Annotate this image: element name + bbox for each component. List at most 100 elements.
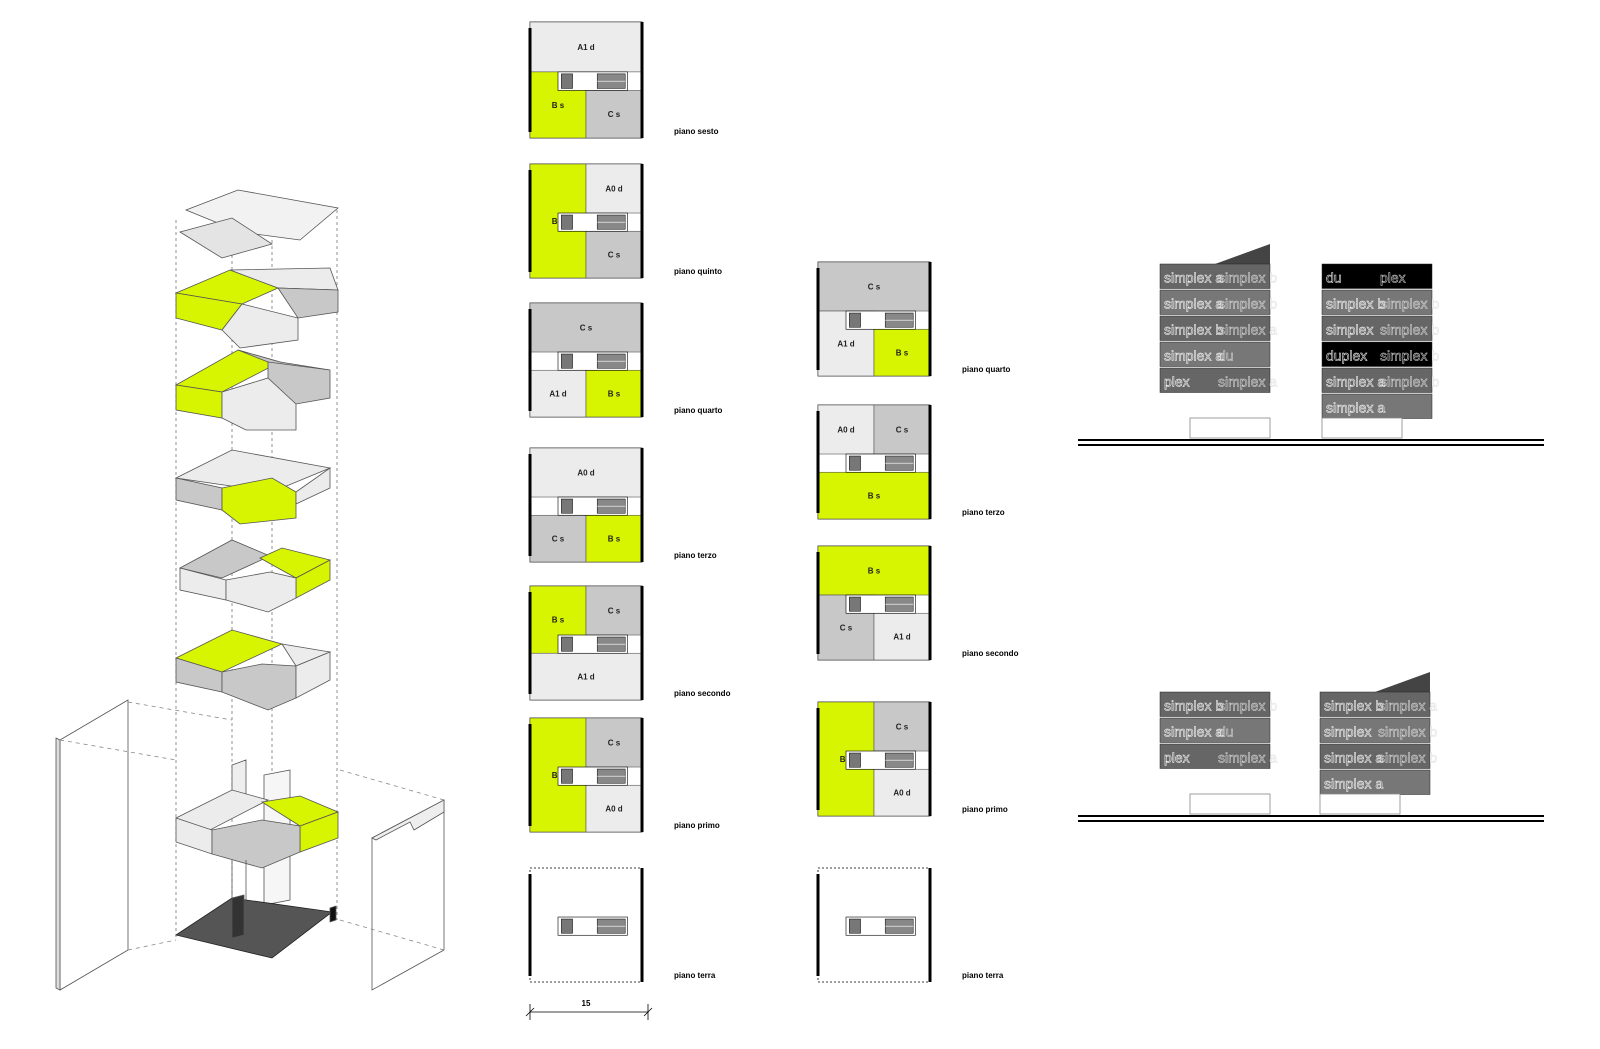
room-c-s bbox=[873, 701, 931, 752]
party-wall bbox=[928, 262, 932, 376]
axo-floor-5 bbox=[174, 349, 331, 431]
party-wall bbox=[640, 303, 644, 417]
facade-word: plex bbox=[1164, 750, 1190, 766]
plinth bbox=[1189, 793, 1271, 815]
stair-core bbox=[561, 214, 573, 230]
neighbour-wall-left bbox=[55, 699, 129, 991]
party-wall bbox=[528, 28, 532, 132]
room-a1-d bbox=[873, 612, 931, 661]
party-wall bbox=[528, 724, 532, 826]
facade-word: simplex b bbox=[1380, 374, 1439, 390]
facade-word: simplex b bbox=[1218, 698, 1277, 714]
floor-plan: piano terra bbox=[528, 867, 716, 983]
facade-word: simplex b bbox=[1326, 296, 1385, 312]
room-label: A0 d bbox=[577, 469, 594, 478]
roof-plate bbox=[179, 189, 339, 259]
floor-plan: piano terra bbox=[816, 867, 1004, 983]
party-wall bbox=[928, 546, 932, 660]
stair-core bbox=[561, 918, 573, 934]
room-label: C s bbox=[896, 723, 909, 732]
facade-word: simplex a bbox=[1326, 400, 1385, 416]
room-c-s bbox=[817, 261, 931, 312]
facade-word: simplex a bbox=[1164, 724, 1223, 740]
room-a1-d bbox=[529, 21, 643, 73]
facade-word: du bbox=[1218, 724, 1234, 740]
neighbour-wall-right bbox=[371, 799, 445, 991]
axo-floor-2 bbox=[174, 629, 332, 711]
dimension-line: 15 bbox=[525, 999, 653, 1020]
facade-word: duplex bbox=[1326, 348, 1367, 364]
room-c-s bbox=[585, 717, 643, 768]
room-label: A0 d bbox=[605, 185, 622, 194]
facade-word: plex bbox=[1380, 270, 1406, 286]
facade-word: simplex a bbox=[1218, 374, 1277, 390]
room-label: B s bbox=[868, 567, 881, 576]
floor-label: piano secondo bbox=[674, 689, 731, 698]
plinth bbox=[1189, 417, 1271, 439]
floor-label: piano quinto bbox=[674, 267, 722, 276]
facade-word: simplex a bbox=[1218, 322, 1277, 338]
room-label: B s bbox=[552, 101, 565, 110]
room-a0-d bbox=[873, 768, 931, 817]
party-wall bbox=[528, 170, 532, 272]
facade-word: simplex a bbox=[1324, 750, 1383, 766]
facade-word: simplex b bbox=[1218, 296, 1277, 312]
dimension-label: 15 bbox=[582, 999, 591, 1008]
room-b-s bbox=[585, 514, 643, 563]
floor-label: piano sesto bbox=[674, 127, 719, 136]
room-a0-d bbox=[585, 784, 643, 833]
room-b-s bbox=[585, 369, 643, 418]
stair-core bbox=[561, 353, 573, 369]
axo-floor-3 bbox=[178, 539, 332, 613]
party-wall bbox=[816, 874, 820, 976]
party-wall bbox=[528, 874, 532, 976]
floor-label: piano primo bbox=[962, 805, 1008, 814]
stair-core bbox=[849, 752, 861, 768]
facade-word: simplex a bbox=[1164, 296, 1223, 312]
room-label: A1 d bbox=[577, 43, 594, 52]
room-c-s bbox=[585, 585, 643, 636]
facade-word: du bbox=[1326, 270, 1342, 286]
facade-word: simplex bbox=[1326, 322, 1373, 338]
facade-word: simplex b bbox=[1378, 750, 1437, 766]
room-b-s bbox=[873, 328, 931, 377]
party-wall bbox=[640, 586, 644, 700]
floor-label: piano secondo bbox=[962, 649, 1019, 658]
stair-core bbox=[849, 312, 861, 328]
party-wall bbox=[816, 708, 820, 810]
party-wall bbox=[816, 268, 820, 370]
room-label: A1 d bbox=[837, 340, 854, 349]
facade-word: simplex a bbox=[1324, 776, 1383, 792]
room-a1-d bbox=[529, 652, 643, 701]
party-wall bbox=[928, 405, 932, 519]
room-label: C s bbox=[896, 426, 909, 435]
axo-floor-4 bbox=[174, 449, 332, 525]
facade-word: simplex bbox=[1324, 724, 1371, 740]
floor-label: piano quarto bbox=[962, 365, 1011, 374]
stair-core bbox=[561, 73, 573, 89]
party-wall bbox=[928, 868, 932, 982]
facade-word: plex bbox=[1164, 374, 1190, 390]
room-label: A0 d bbox=[837, 426, 854, 435]
room-label: B s bbox=[608, 390, 621, 399]
facade-word: simplex b bbox=[1378, 724, 1437, 740]
facade-word: simplex a bbox=[1326, 374, 1385, 390]
floor-label: piano terzo bbox=[674, 551, 717, 560]
room-label: C s bbox=[608, 739, 621, 748]
plinth bbox=[1321, 417, 1403, 439]
stair-core bbox=[561, 768, 573, 784]
facade-word: simplex b bbox=[1164, 322, 1223, 338]
party-wall bbox=[640, 718, 644, 832]
